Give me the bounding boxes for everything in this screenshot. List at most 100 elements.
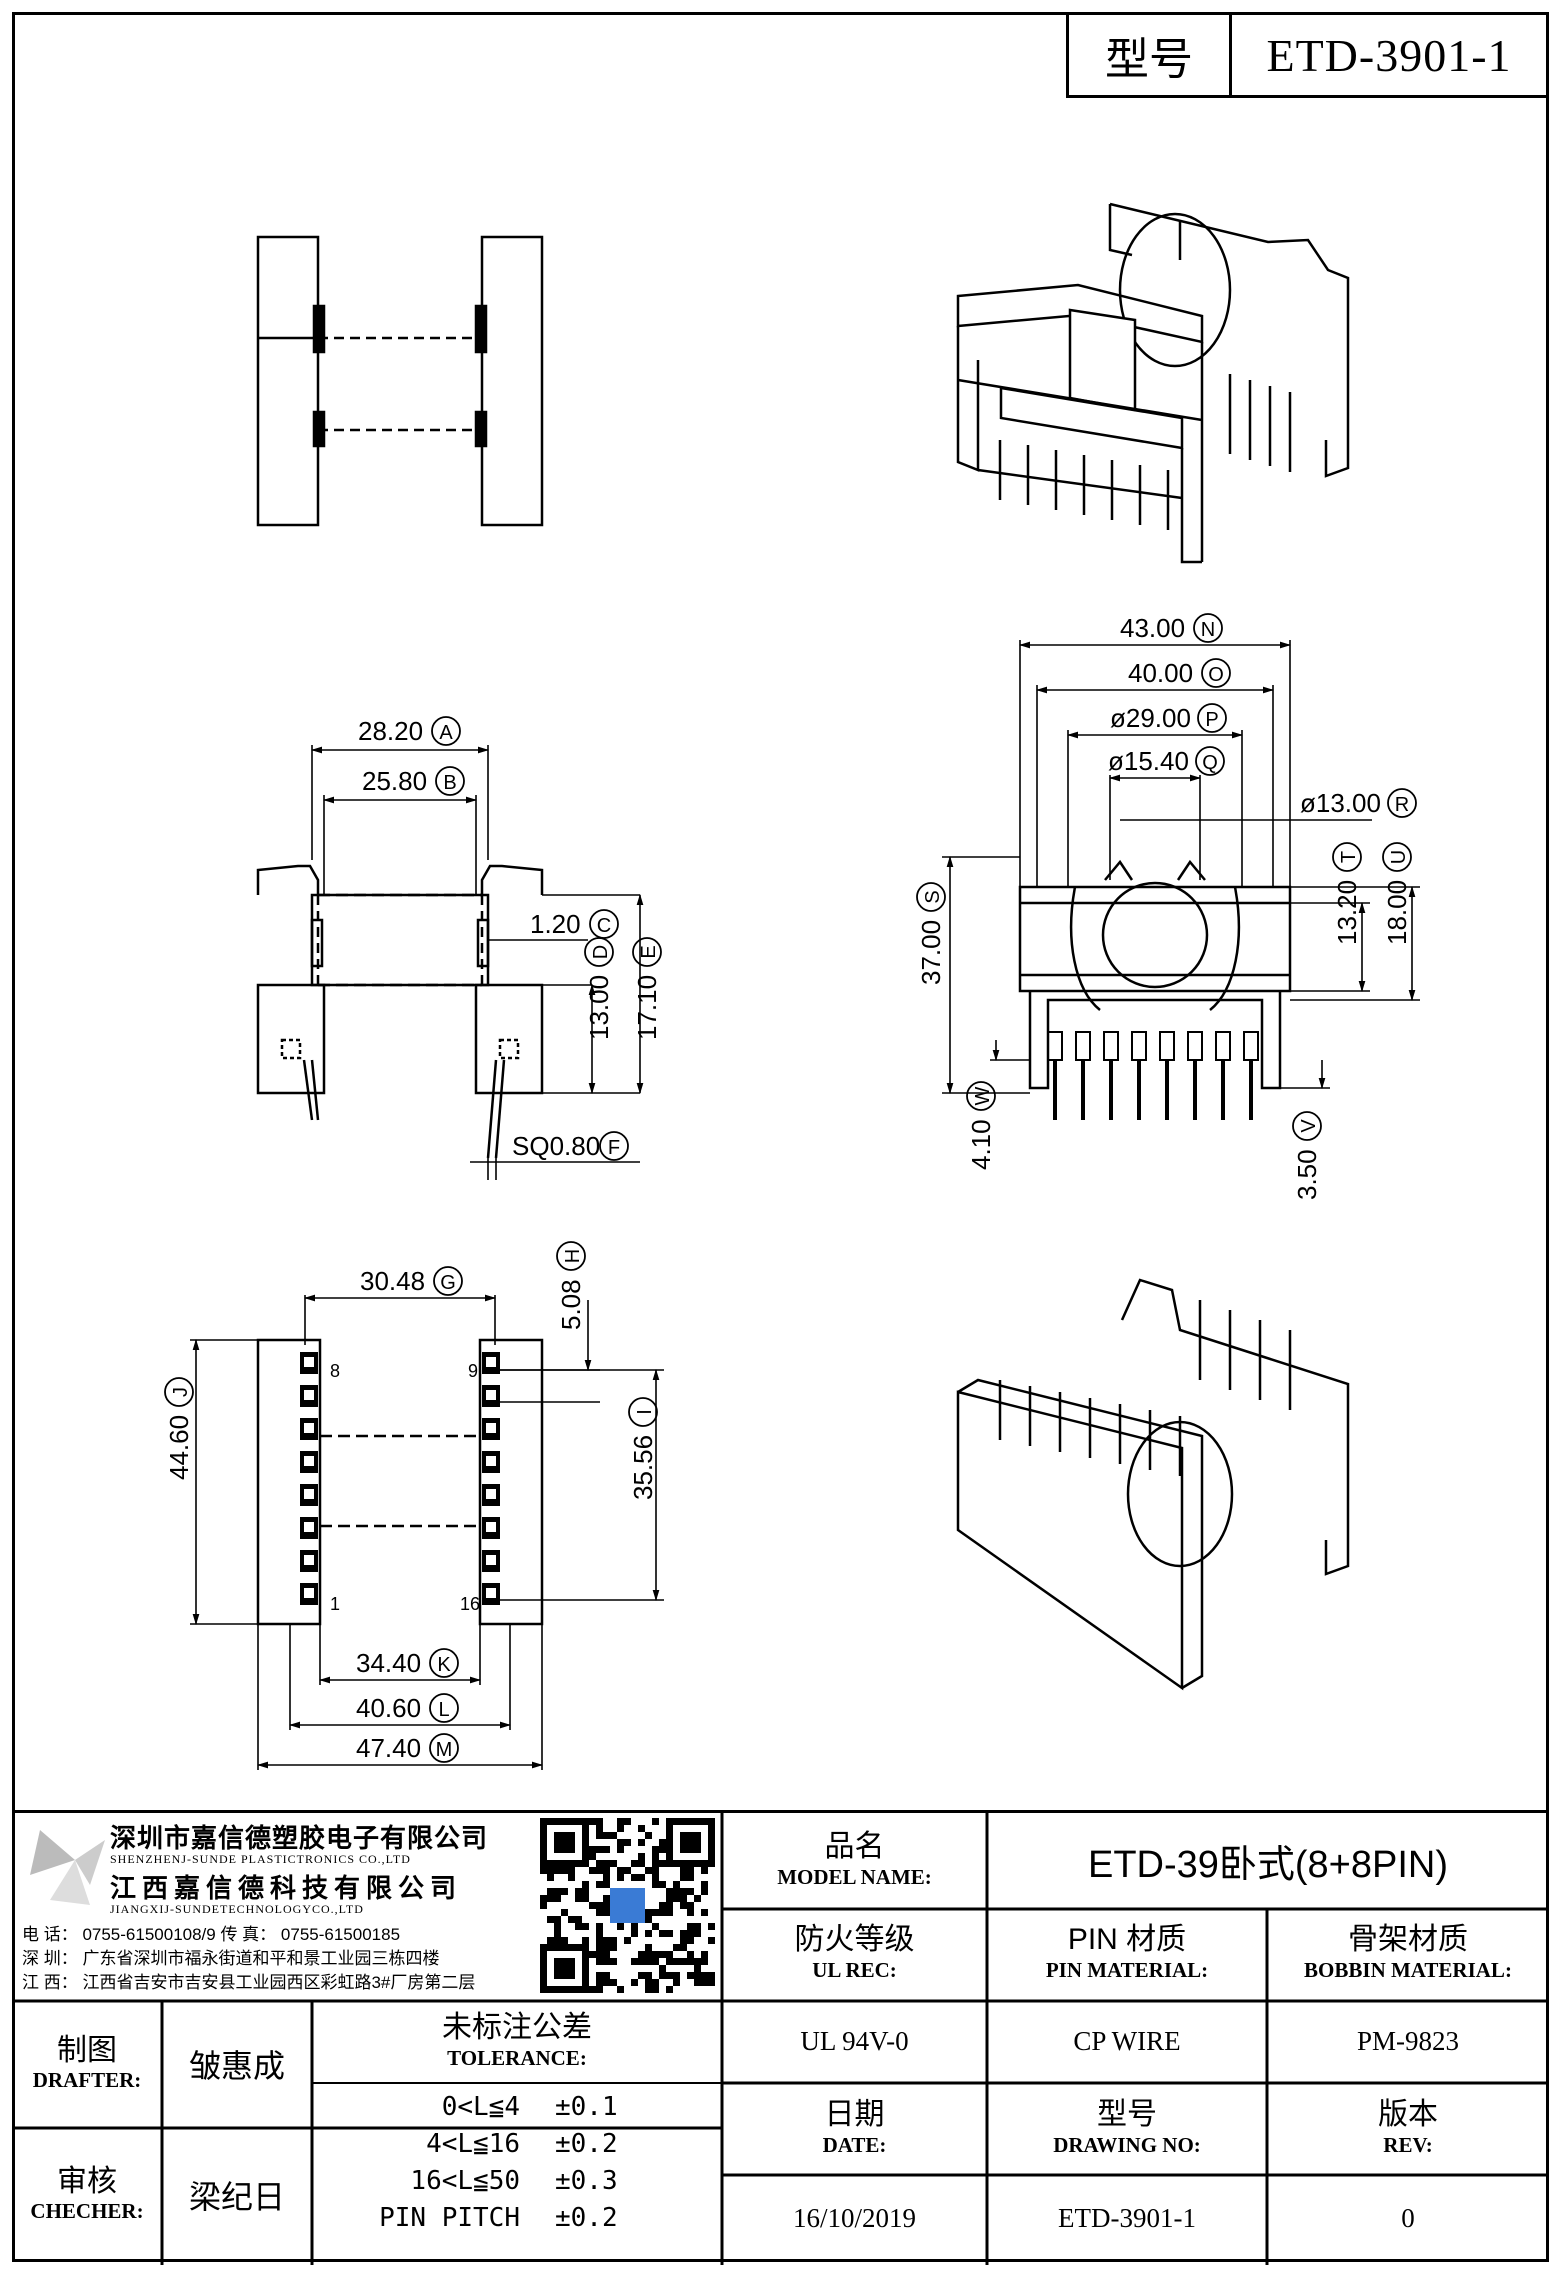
- tolerance-range: 4<L≦16: [426, 2129, 520, 2159]
- ul-label: 防火等级 UL REC:: [794, 1923, 915, 1982]
- dim-m-letter: M: [436, 1739, 453, 1761]
- dim-p-letter: P: [1205, 709, 1218, 731]
- date-label: 日期 DATE:: [822, 2098, 887, 2157]
- pin-left-hole: [304, 1357, 314, 1367]
- pin-blocks: [300, 1352, 500, 1605]
- dim-u: 18.00U: [1382, 842, 1412, 945]
- pin-left-hole: [304, 1588, 314, 1598]
- tolerance-range: 0<L≦4: [441, 2092, 520, 2122]
- model-number-box: 型号 ETD-3901-1: [1066, 12, 1549, 98]
- company-addr-jx: 江 西： 江西省吉安市吉安县工业园西区彩虹路3#厂房第二层: [22, 1973, 476, 1992]
- tolerance-label: 未标注公差 TOLERANCE:: [442, 2011, 592, 2070]
- dim-n-letter: N: [1201, 619, 1215, 641]
- pin-left-hole: [304, 1390, 314, 1400]
- dim-a-letter: A: [439, 722, 453, 744]
- pin-number-1: 1: [330, 1594, 340, 1614]
- side-pin-base: [1187, 1031, 1203, 1061]
- dim-v: 3.50 V: [1292, 1111, 1322, 1200]
- pin-view: [256, 1338, 544, 1626]
- company-block: 深圳市嘉信德塑胶电子有限公司 SHENZHENJ-SUNDE PLASTICTR…: [12, 1812, 715, 2000]
- model-value: ETD-3901-1: [1266, 29, 1512, 81]
- pin-right-hole: [486, 1390, 496, 1400]
- dim-e-value: 17.10: [632, 975, 662, 1040]
- side-pin-base: [1159, 1031, 1175, 1061]
- pin-material-value: CP WIRE: [1073, 2025, 1181, 2056]
- dim-j: 44.60J: [164, 1377, 194, 1480]
- pin-number-16: 16: [460, 1594, 480, 1614]
- pin-left-hole: [304, 1555, 314, 1565]
- dim-e: 17.10E: [632, 937, 662, 1040]
- dim-o: 40.00 O: [1128, 658, 1231, 688]
- pin-right-hole: [486, 1588, 496, 1598]
- dim-g-value: 30.48: [360, 1266, 425, 1296]
- dim-a-value: 28.20: [358, 716, 423, 746]
- dim-v-letter: V: [1298, 1119, 1320, 1133]
- dim-j-letter: J: [170, 1387, 192, 1397]
- isometric-view-bottom: [956, 1278, 1350, 1691]
- dim-h-value: 5.08: [556, 1279, 586, 1330]
- top-view: [256, 235, 544, 527]
- dim-a: 28.20 A: [358, 716, 461, 746]
- dim-q-value: ø15.40: [1108, 746, 1189, 776]
- tolerance-value: ±0.1: [555, 2092, 618, 2122]
- dim-r-value: ø13.00: [1300, 788, 1381, 818]
- date-value: 16/10/2019: [792, 2202, 916, 2233]
- drafter-label: 制图 DRAFTER:: [32, 2033, 142, 2093]
- dim-t-value: 13.20: [1332, 880, 1362, 945]
- dim-h: 5.08 H: [556, 1241, 586, 1330]
- title-block: [12, 1810, 1549, 2265]
- tolerance-value: ±0.3: [555, 2166, 618, 2196]
- dim-d: 13.00D: [584, 937, 614, 1040]
- tolerance-range: 16<L≦50: [410, 2166, 520, 2196]
- dim-i-letter: I: [634, 1409, 656, 1415]
- drafter-value: 皱惠成: [188, 2047, 285, 2084]
- model-name-label: 品名 MODEL NAME:: [777, 1830, 932, 1889]
- side-view: [1018, 859, 1292, 1090]
- front-view: [256, 864, 544, 1159]
- pin-material-label: PIN 材质 PIN MATERIAL:: [1045, 1923, 1209, 1982]
- dim-c-letter: C: [597, 915, 611, 937]
- dim-b-letter: B: [443, 772, 456, 794]
- dim-r: ø13.00 R: [1300, 788, 1417, 818]
- checker-label: 审核 CHECHER:: [30, 2164, 144, 2224]
- ul-value: UL 94V-0: [800, 2025, 909, 2056]
- checker-value: 梁纪日: [188, 2178, 285, 2215]
- pin-right-hole: [486, 1555, 496, 1565]
- dim-o-value: 40.00: [1128, 658, 1193, 688]
- pin-right-hole: [486, 1423, 496, 1433]
- pin-right-hole: [486, 1456, 496, 1466]
- dim-h-letter: H: [562, 1249, 584, 1263]
- qr-code: [540, 1818, 715, 1993]
- isometric-view-top: [956, 202, 1350, 564]
- dim-t-letter: T: [1338, 851, 1360, 863]
- drawing-no-value: ETD-3901-1: [1058, 2202, 1196, 2233]
- dim-w-letter: W: [972, 1086, 994, 1105]
- dim-i: 35.56I: [628, 1397, 658, 1500]
- dim-l-letter: L: [438, 1699, 449, 1721]
- pin-left-hole: [304, 1423, 314, 1433]
- bobbin-material-value: PM-9823: [1356, 2025, 1459, 2056]
- side-pin-base: [1215, 1031, 1231, 1061]
- side-pins: [1047, 1031, 1259, 1120]
- company2-name-cn: 江西嘉信德科技有限公司: [110, 1873, 463, 1903]
- dim-f-value: SQ0.80: [512, 1131, 600, 1161]
- pin-number-9: 9: [468, 1361, 478, 1381]
- side-pin-base: [1243, 1031, 1259, 1061]
- dim-v-value: 3.50: [1292, 1149, 1322, 1200]
- model-label: 型号: [1069, 15, 1232, 95]
- title-block-grid: [12, 1813, 1549, 2265]
- tolerance-value: ±0.2: [555, 2203, 618, 2233]
- dim-o-letter: O: [1208, 664, 1224, 686]
- dim-r-letter: R: [1395, 794, 1409, 816]
- rev-label: 版本 REV:: [1378, 2098, 1438, 2157]
- dim-u-letter: U: [1388, 850, 1410, 864]
- pin-left-hole: [304, 1522, 314, 1532]
